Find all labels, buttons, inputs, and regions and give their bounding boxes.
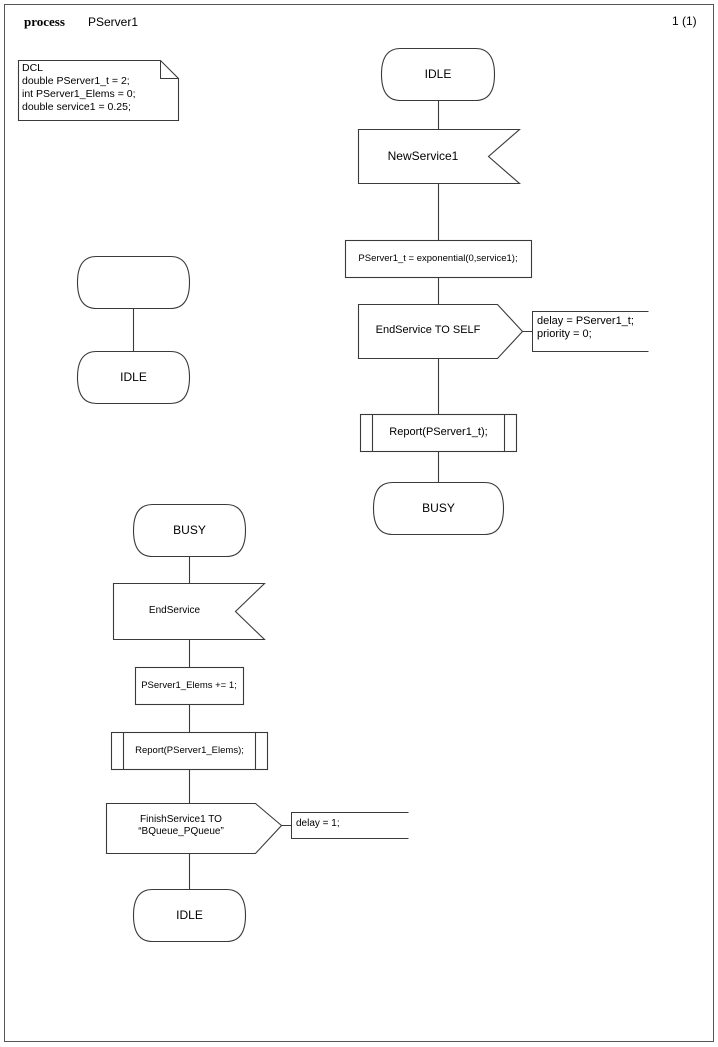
procedure-report-t-label: Report(PServer1_t); [389, 426, 488, 438]
input-newservice1-label: NewService1 [387, 149, 459, 163]
state-idle-bottom-label: IDLE [176, 908, 203, 922]
state-busy-right-label: BUSY [422, 501, 455, 515]
state-busy-left[interactable] [133, 504, 246, 557]
dcl-note[interactable] [18, 60, 179, 121]
input-endservice-label: EndService [148, 605, 201, 616]
procedure-report-elems-label: Report(PServer1_Elems); [135, 745, 244, 756]
comment-endservice-text: delay = PServer1_t; priority = 0; [537, 315, 634, 340]
state-idle-top-label: IDLE [424, 67, 452, 81]
state-idle-left-label: IDLE [120, 370, 147, 384]
output-endservice-self-label: EndService TO SELF [375, 324, 481, 336]
task-exponential[interactable] [345, 240, 532, 278]
process-name: PServer1 [88, 15, 139, 29]
comment-endservice[interactable] [532, 311, 649, 352]
input-endservice[interactable] [113, 583, 265, 640]
state-busy-left-label: BUSY [173, 523, 206, 537]
procedure-report-t[interactable] [360, 414, 517, 452]
page-number: 1 (1) [672, 14, 697, 28]
page-frame [4, 4, 714, 1042]
dcl-note-text: DCL double PServer1_t = 2; int PServer1_… [22, 62, 136, 114]
task-increment-label: PServer1_Elems += 1; [141, 680, 237, 691]
state-busy-right[interactable] [373, 482, 504, 535]
input-newservice1[interactable] [358, 129, 520, 184]
state-idle-bottom[interactable] [133, 889, 246, 942]
task-exponential-label: PServer1_t = exponential(0,service1); [358, 253, 518, 264]
task-increment[interactable] [135, 667, 244, 705]
output-finishservice1[interactable] [106, 803, 282, 854]
comment-finishservice-text: delay = 1; [296, 818, 340, 829]
output-finishservice1-label: FinishService1 TO “BQueue_PQueue” [138, 814, 224, 837]
start-symbol[interactable] [77, 256, 190, 309]
state-idle-top[interactable] [381, 48, 495, 101]
procedure-report-elems[interactable] [111, 732, 268, 770]
comment-finishservice[interactable] [291, 812, 409, 839]
process-keyword: process [24, 14, 65, 29]
state-idle-left[interactable] [77, 351, 190, 404]
output-endservice-self[interactable] [358, 304, 523, 359]
